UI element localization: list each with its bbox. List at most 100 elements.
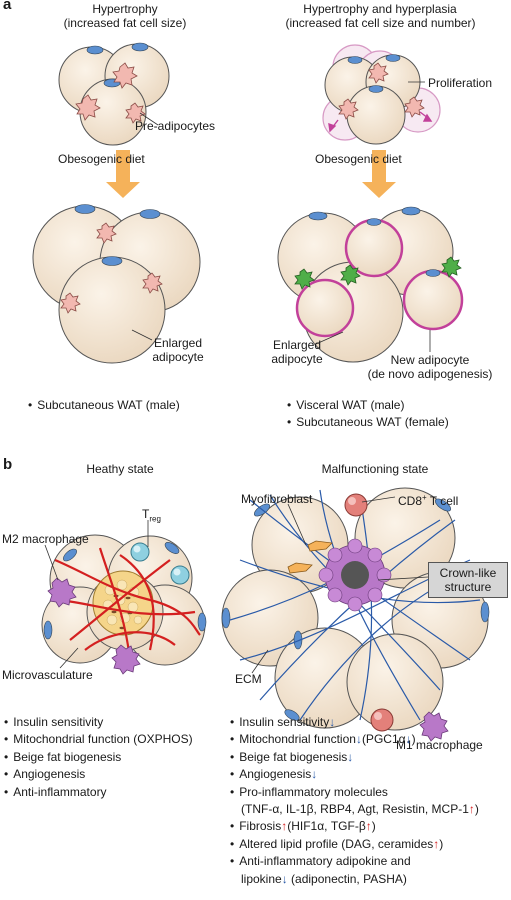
treg-label: Treg [142, 507, 161, 526]
new-adipocyte-label-2: (de novo adipogenesis) [367, 367, 493, 381]
crown-label-1: Crown-like [439, 566, 497, 580]
feature-fibrosis-text: Fibrosis [239, 819, 282, 834]
new-adipocyte-label-1: New adipocyte [390, 353, 470, 367]
enlarged-left-leader [131, 329, 153, 341]
proliferation-arrows [328, 111, 433, 133]
myofibroblast-leader [287, 503, 307, 546]
treg-nuclei [133, 545, 181, 576]
hyperplasia-depot-list: Visceral WAT (male) Subcutaneous WAT (fe… [287, 397, 449, 432]
cd8-sup: + [422, 493, 427, 502]
feature-fibrosis-detail: (HIF1α, TGF-β [287, 819, 366, 834]
feature-mito: Mitochondrial function↓(PGC1α↓) [230, 731, 479, 748]
hyperplasia-title: Hypertrophy and hyperplasia [303, 2, 457, 16]
feature-lipid-text: Altered lipid profile (DAG, ceramides [239, 836, 434, 851]
feature-lipid: Altered lipid profile (DAG, ceramides↑) [230, 836, 479, 853]
healthy-features-list: Insulin sensitivity Mitochondrial functi… [4, 714, 193, 801]
feature-fibrosis: Fibrosis↑(HIF1α, TGF-β↑) [230, 818, 479, 835]
nuclei-small-right [347, 54, 401, 93]
feature-antiinf-text: Anti-inflammatory adipokine and [239, 854, 411, 869]
treg-main: T [142, 507, 150, 521]
depot-item: Subcutaneous WAT (male) [28, 397, 180, 414]
down-arrow: ↓ [329, 715, 336, 729]
malfunctioning-state-title: Malfunctioning state [321, 462, 429, 476]
depot-item: Visceral WAT (male) [287, 397, 449, 414]
healthy-nuclei [43, 542, 207, 640]
treg-sub: reg [149, 514, 161, 524]
cd8-leader [361, 496, 396, 503]
dead-adipocyte-core [341, 561, 369, 589]
healthy-feature: Beige fat biogenesis [4, 749, 193, 766]
pre-adipocytes-left [75, 62, 146, 124]
feature-lipid-close: ) [439, 836, 444, 851]
nuclei-enlarged-right [308, 206, 441, 277]
enlarged-adipocyte-cluster-left [32, 205, 201, 364]
depot-item: Subcutaneous WAT (female) [287, 414, 449, 431]
hypertrophy-subtitle: (increased fat cell size) [63, 16, 187, 30]
proliferation-label: Proliferation [428, 76, 493, 90]
obesogenic-diet-left: Obesogenic diet [58, 152, 145, 166]
feature-mito-text: Mitochondrial function [239, 732, 356, 747]
crown-label-2: structure [444, 580, 492, 594]
down-arrow: ↓ [347, 749, 354, 764]
small-adipocyte-cluster-right [324, 54, 421, 145]
up-arrow: ↑ [281, 819, 288, 834]
m2-macrophage-label: M2 macrophage [2, 532, 89, 546]
malfunction-features-list: Insulin sensitivity↓ Mitochondrial funct… [230, 714, 479, 888]
enlarged-right-leader [315, 331, 344, 345]
new-adipocytes [295, 218, 464, 338]
feature-proinflammatory-list: (TNF-α, IL-1β, RBP4, Agt, Resistin, MCP-… [230, 801, 479, 818]
cd8-label: CD8+ T cell [398, 491, 458, 508]
ecm-label: ECM [235, 672, 262, 686]
feature-antiinflammatory-2: lipokine↓ (adiponectin, PASHA) [230, 871, 479, 888]
healthy-feature: Anti-inflammatory [4, 784, 193, 801]
enlarged-adipocyte-right-1: Enlarged [272, 338, 322, 352]
pre-adipocytes-leader [139, 112, 159, 126]
microvasculature-label: Microvasculature [2, 668, 93, 682]
microvasculature-leader [59, 647, 79, 669]
up-arrow: ↑ [365, 819, 372, 834]
feature-beige: Beige fat biogenesis↓ [230, 749, 479, 766]
feature-antiinflammatory: Anti-inflammatory adipokine and [230, 853, 479, 870]
hypertrophy-depot-list: Subcutaneous WAT (male) [28, 397, 180, 414]
down-arrow: ↓ [405, 732, 412, 747]
feature-fibrosis-close: ) [371, 819, 376, 834]
hyperplasia-subtitle: (increased fat cell size and number) [285, 16, 476, 30]
down-arrow: ↓ [281, 871, 288, 886]
cd8-main: CD8 [398, 494, 423, 508]
feature-beige-text: Beige fat biogenesis [239, 749, 348, 764]
up-arrow: ↑ [468, 802, 475, 817]
crown-leader [377, 576, 429, 581]
m2-macrophages [47, 577, 141, 675]
pre-adipocytes-label: Pre-adipocytes [135, 119, 216, 133]
healthy-feature: Angiogenesis [4, 766, 193, 783]
m2-leader [44, 544, 59, 581]
pre-adipocytes-enlarged-left [60, 222, 163, 314]
feature-angio-text: Angiogenesis [239, 767, 312, 782]
diet-arrow-left [106, 150, 140, 198]
feature-angio: Angiogenesis↓ [230, 766, 479, 783]
healthy-feature: Mitochondrial function (OXPHOS) [4, 731, 192, 748]
diet-arrow-right [362, 150, 396, 198]
panel-b-label: b [3, 456, 13, 473]
feature-pgc-text: (PGC1α [361, 732, 406, 747]
green-pre-adipocytes [294, 256, 462, 290]
down-arrow: ↓ [311, 767, 318, 782]
enlarged-adipocyte-left-2: adipocyte [152, 350, 204, 364]
obesogenic-diet-right: Obesogenic diet [315, 152, 402, 166]
feature-antiinf-text-2: lipokine [241, 871, 282, 886]
healthy-feature: Insulin sensitivity [4, 714, 193, 731]
healthy-state-title: Heathy state [86, 462, 154, 476]
hypertrophy-title: Hypertrophy [92, 2, 158, 16]
feature-proinflammatory: Pro-inflammatory molecules [230, 784, 479, 801]
nuclei-small-left [86, 42, 149, 88]
myofibroblasts [287, 540, 333, 574]
myofibroblast-label: Myofibroblast [241, 492, 313, 506]
crown-like-structure-box: Crown-like structure [428, 562, 508, 598]
ecm-leader [251, 649, 269, 674]
cd8-rest: T cell [426, 494, 459, 508]
pre-adipocytes-right [338, 62, 425, 120]
panel-a-label: a [3, 0, 12, 13]
nuclei-enlarged-left [74, 204, 161, 266]
feature-proinf-list-text: (TNF-α, IL-1β, RBP4, Agt, Resistin, MCP-… [241, 802, 469, 817]
